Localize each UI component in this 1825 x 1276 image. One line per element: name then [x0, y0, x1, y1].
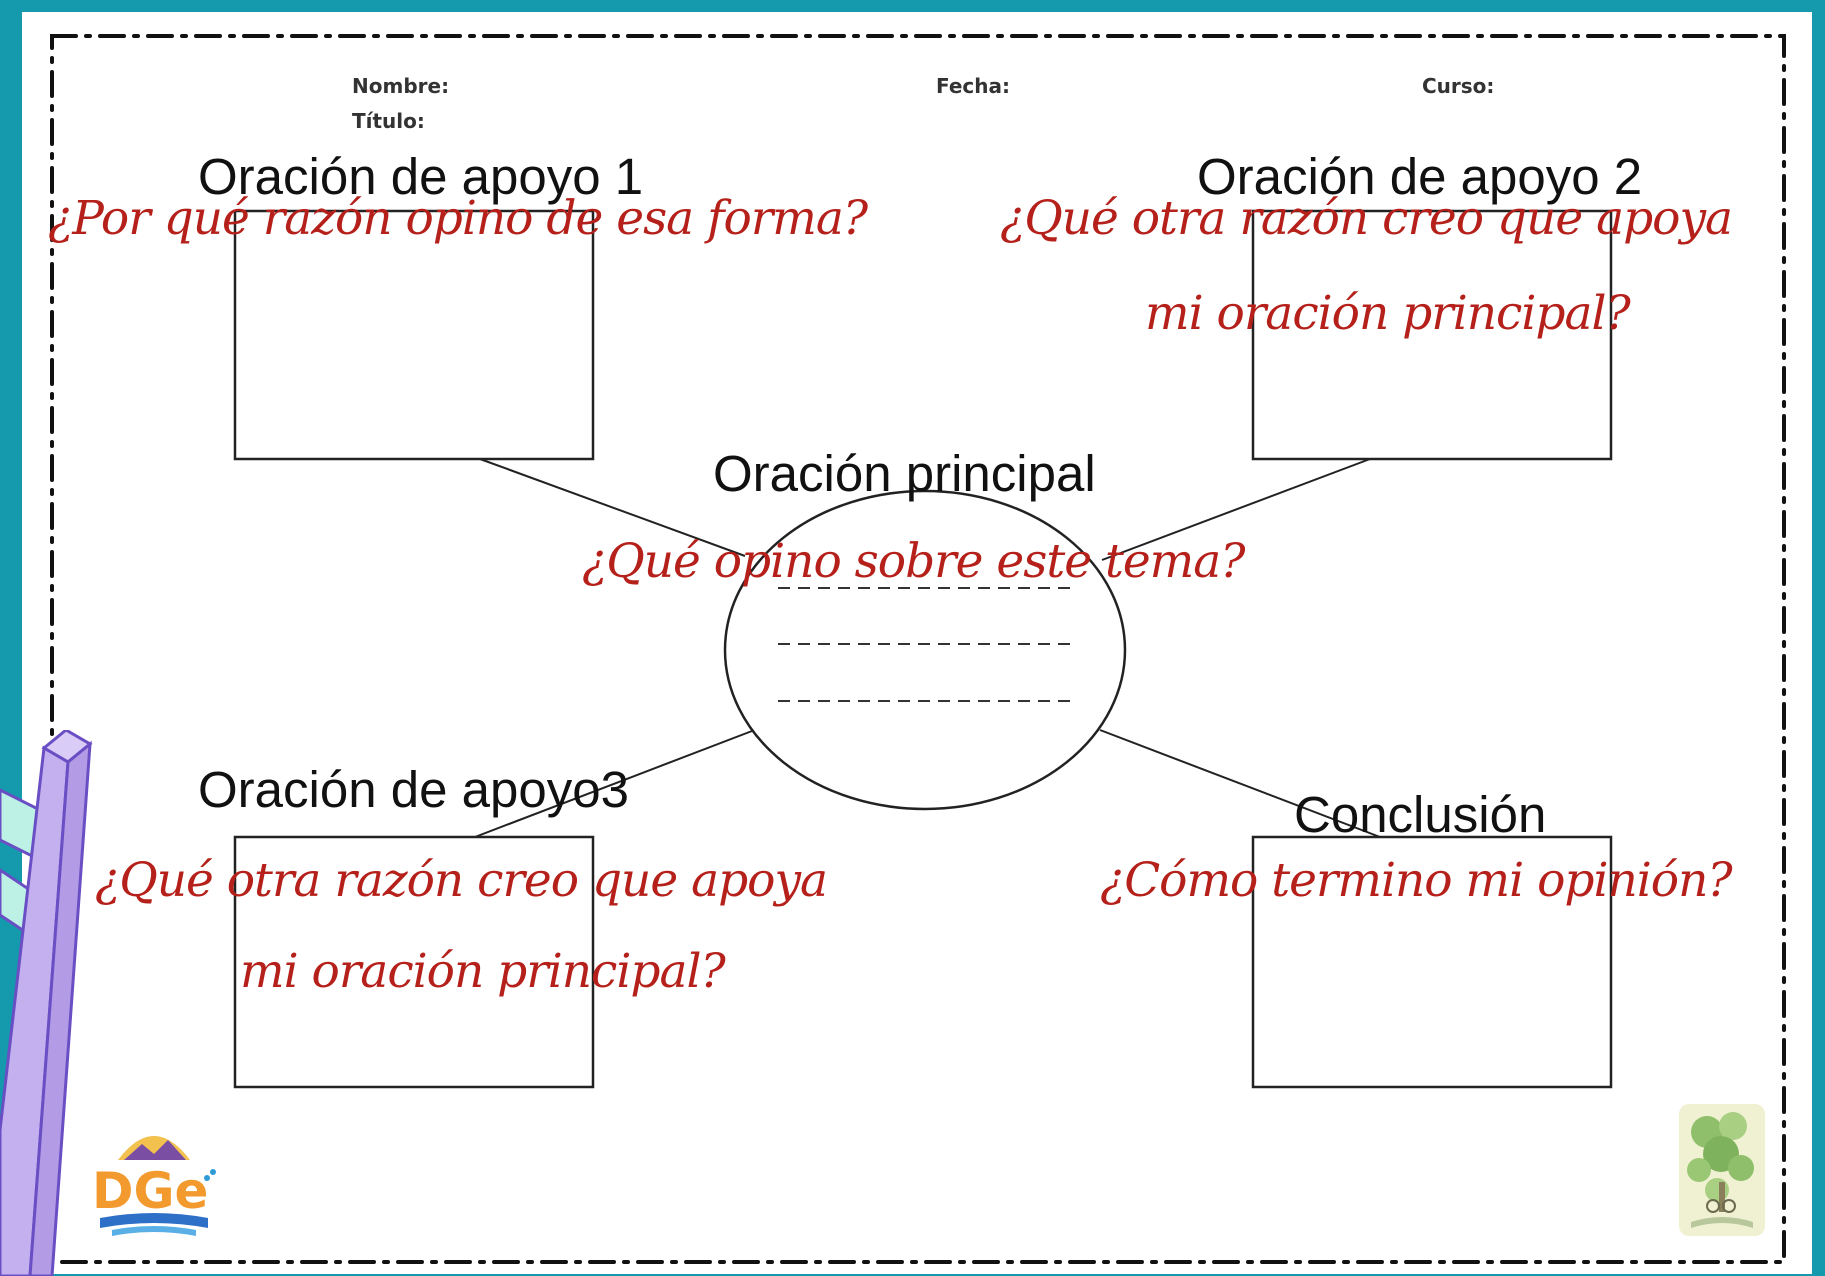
main-question: ¿Qué opino sobre este tema?: [582, 534, 1245, 589]
box-support2: [1251, 209, 1613, 461]
support1-label: Oración de apoyo 1: [198, 148, 644, 205]
support1-question: ¿Por qué razón opino de esa forma?: [48, 191, 868, 246]
date-field-label: Fecha:: [936, 74, 1011, 98]
conclusion-label: Conclusión: [1294, 786, 1547, 843]
connector-conclusion: [1099, 729, 1381, 838]
support2-question-line1: ¿Qué otra razón creo que apoya: [1000, 191, 1733, 246]
dashed-border: [50, 34, 1786, 1264]
support3-label: Oración de apoyo3: [198, 761, 629, 818]
box-support1: [233, 209, 595, 461]
main-sentence-label: Oración principal: [713, 445, 1096, 502]
tree-book-logo: [1679, 1104, 1765, 1236]
title-field-label: Título:: [352, 109, 425, 133]
dge-logo-text: DGe: [92, 1162, 208, 1220]
support2-label: Oración de apoyo 2: [1197, 148, 1643, 205]
pencils-decoration: [0, 730, 93, 1276]
connector-support3: [474, 730, 753, 838]
box-support3: [233, 835, 595, 1089]
course-field-label: Curso:: [1422, 74, 1495, 98]
dge-logo: DGe: [92, 1136, 216, 1236]
name-field-label: Nombre:: [352, 74, 450, 98]
support3-question-line1: ¿Qué otra razón creo que apoya: [95, 853, 828, 908]
conclusion-question: ¿Cómo termino mi opinión?: [1100, 853, 1733, 908]
support2-question-line2: mi oración principal?: [1145, 286, 1631, 341]
support3-question-line2: mi oración principal?: [240, 944, 726, 999]
connector-support2: [1101, 458, 1371, 561]
box-conclusion: [1251, 835, 1613, 1089]
main-ellipse: [723, 489, 1127, 811]
connector-support1: [479, 458, 746, 557]
